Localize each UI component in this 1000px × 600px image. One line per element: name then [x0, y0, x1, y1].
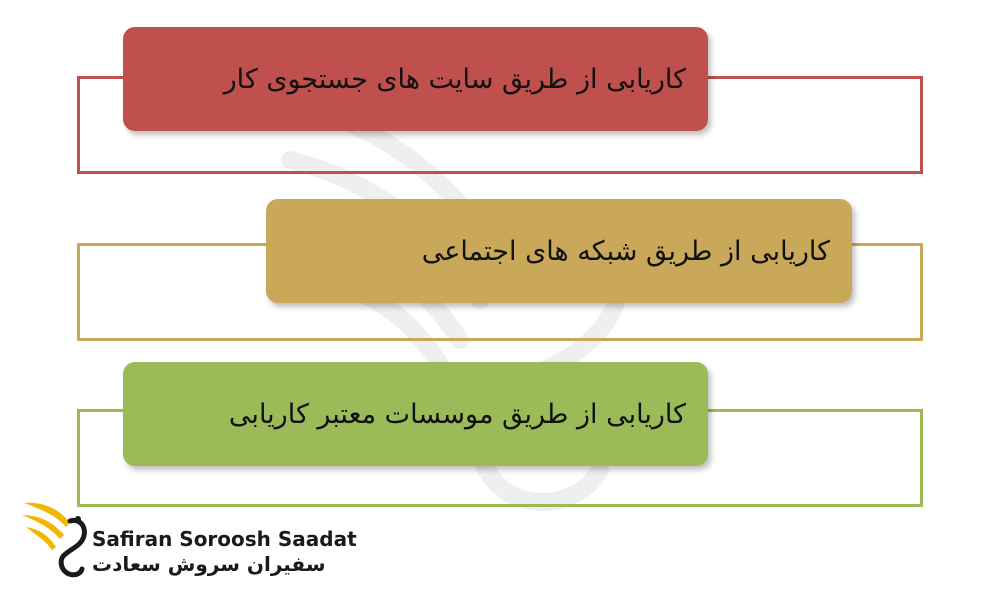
item-box-3: کاریابی از طریق موسسات معتبر کاریابی — [123, 362, 708, 466]
logo-name-en: Safiran Soroosh Saadat — [92, 527, 357, 551]
item-label-1: کاریابی از طریق سایت های جستجوی کار — [223, 63, 686, 95]
item-label-2: کاریابی از طریق شبکه های اجتماعی — [421, 235, 830, 267]
item-label-3: کاریابی از طریق موسسات معتبر کاریابی — [228, 398, 686, 430]
logo-name-fa: سفیران سروش سعادت — [92, 552, 326, 576]
item-box-1: کاریابی از طریق سایت های جستجوی کار — [123, 27, 708, 131]
item-box-2: کاریابی از طریق شبکه های اجتماعی — [266, 199, 852, 303]
swan-wing-logo-icon — [22, 502, 87, 578]
company-logo: Safiran Soroosh Saadat سفیران سروش سعادت — [22, 495, 357, 585]
